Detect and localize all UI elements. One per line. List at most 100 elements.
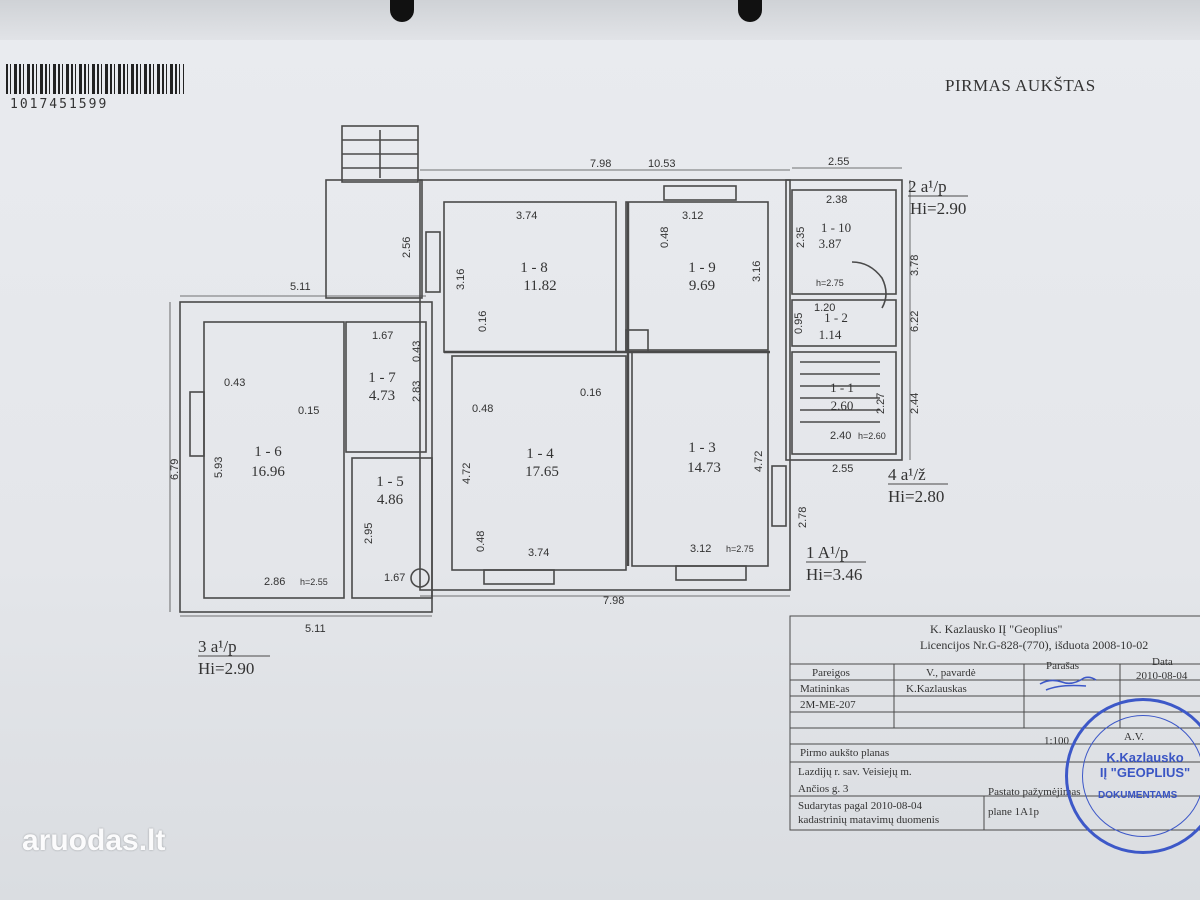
spiral-stair [851, 261, 887, 309]
dim-right-mid: 6.22 [909, 311, 921, 332]
window-east [771, 465, 787, 527]
room-id: 1 - 1 [830, 380, 854, 395]
barcode [6, 64, 184, 94]
dim-side-left: 6.79 [169, 459, 181, 480]
stamp-inner-ring [1082, 715, 1200, 837]
surveyor: K.Kazlauskas [906, 683, 967, 695]
official-stamp [1065, 698, 1200, 854]
room-1-3-outline [631, 351, 769, 567]
binder-ring [738, 0, 762, 22]
floor-heading: PIRMAS AUKŠTAS [945, 76, 1096, 95]
building-line-2: plane 1A1p [988, 806, 1040, 818]
dim-r4-wall2: 0.48 [475, 531, 487, 552]
dim-r2-h: 0.95 [793, 313, 805, 334]
dim-r4-w: 3.74 [528, 547, 549, 559]
license: Licencijos Nr.G-828-(770), išduota 2008-… [920, 638, 1149, 652]
dim-r8-wall: 0.16 [477, 311, 489, 332]
dim-r1-w: 2.40 [830, 430, 851, 442]
room-id: 1 - 6 [254, 444, 282, 460]
room-area: 9.69 [689, 278, 715, 294]
entrance-label: 3 a¹/p [198, 637, 237, 656]
dim-right-lower: 2.44 [909, 393, 921, 414]
entrance-height: Hi=3.46 [806, 565, 862, 584]
dim-r8-h: 3.16 [455, 269, 467, 290]
entrance-height: Hi=2.80 [888, 487, 944, 506]
dim-r2-top: 1.20 [814, 302, 835, 314]
dim-r6-wall: 0.43 [224, 377, 245, 389]
dim-r6-hnote: h=2.55 [300, 577, 328, 587]
scale: 1:100 [1044, 735, 1070, 747]
room-area: 4.86 [377, 492, 404, 508]
stairs-east [800, 361, 880, 423]
address-line-1: Lazdijų r. sav. Veisiejų m. [798, 766, 912, 778]
dim-top-right: 2.55 [828, 156, 849, 168]
room-area: 1.14 [819, 327, 842, 342]
col-name: V., pavardė [926, 667, 976, 679]
dim-r4-h: 4.72 [461, 463, 473, 484]
room-id: 1 - 8 [520, 260, 548, 276]
compiled-line-2: kadastrinių matavimų duomenis [798, 814, 940, 826]
dim-r7-wall: 0.43 [411, 341, 423, 362]
entrance-label: 2 a¹/p [908, 177, 947, 196]
certificate: 2M-ME-207 [800, 699, 856, 711]
room-area: 3.87 [819, 236, 842, 251]
dim-r10-h: 2.35 [795, 227, 807, 248]
dim-r4-wall: 0.48 [472, 403, 493, 415]
dim-r1-h: 2.27 [875, 393, 887, 414]
dim-bottom-total: 7.98 [603, 595, 624, 607]
dim-right-bottom-w: 2.55 [832, 463, 853, 475]
window-west [189, 391, 205, 457]
compiled-line-1: Sudarytas pagal 2010-08-04 [798, 800, 923, 812]
wall-outline-west [179, 301, 433, 613]
room-area: 2.60 [831, 398, 854, 413]
window-south [483, 569, 555, 585]
address-line-2: Ančios g. 3 [798, 783, 849, 795]
col-date: Data [1152, 656, 1173, 668]
room-1-8-outline [443, 201, 617, 353]
floor-plan-sheet [0, 40, 1200, 900]
room-area: 14.73 [687, 460, 721, 476]
date: 2010-08-04 [1136, 670, 1188, 682]
plan-title: Pirmo aukšto planas [800, 747, 890, 759]
room-area: 17.65 [525, 464, 559, 480]
entrance-height: Hi=2.90 [198, 659, 254, 678]
dim-r6-w: 2.86 [264, 576, 285, 588]
dim-right-stair-w: 2.38 [826, 194, 847, 206]
col-duties: Pareigos [812, 667, 850, 679]
dim-r3-hnote: h=2.75 [726, 544, 754, 554]
dim-right-stair-h: 3.78 [909, 255, 921, 276]
entrance-porch-outline [325, 179, 423, 299]
dim-r1-hnote: h=2.60 [858, 431, 886, 441]
toilet-symbol [410, 568, 430, 588]
room-id: 1 - 9 [688, 260, 716, 276]
room-1-1-outline [791, 351, 897, 455]
dim-r5-w: 1.67 [384, 572, 405, 584]
room-id: 1 - 5 [376, 474, 404, 490]
dim-r3-h: 4.72 [753, 451, 765, 472]
dim-r10-hnote: h=2.75 [816, 278, 844, 288]
room-id: 1 - 4 [526, 446, 554, 462]
dim-right-low2: 2.78 [797, 507, 809, 528]
room-1-2-outline [791, 299, 897, 347]
dim-bottom-left: 5.11 [305, 623, 326, 635]
stamp-name-1: K.Kazlausko [1106, 750, 1184, 765]
building-line-1: Pastato pažymėjimas [988, 786, 1081, 798]
col-sign: Parašas [1046, 660, 1079, 672]
room-1-7-outline [345, 321, 427, 453]
dim-stair-top: 2.56 [401, 237, 413, 258]
dim-r9-w: 3.12 [682, 210, 703, 222]
dim-r6-wall2: 0.15 [298, 405, 319, 417]
dim-top-left: 7.98 [590, 158, 611, 170]
stamp-doc: DOKUMENTAMS [1098, 790, 1178, 801]
room-1-5-outline [351, 457, 433, 599]
entrance-label: 4 a¹/ž [888, 465, 926, 484]
dim-r3-w: 3.12 [690, 543, 711, 555]
window-porch [425, 231, 441, 293]
room-area: 16.96 [251, 464, 285, 480]
watermark-logo: aruodas.lt [22, 824, 166, 857]
company-name: K. Kazlausko IĮ "Geoplius" [930, 622, 1063, 636]
dim-r7-w: 1.67 [372, 330, 393, 342]
room-area: 4.73 [369, 388, 395, 404]
